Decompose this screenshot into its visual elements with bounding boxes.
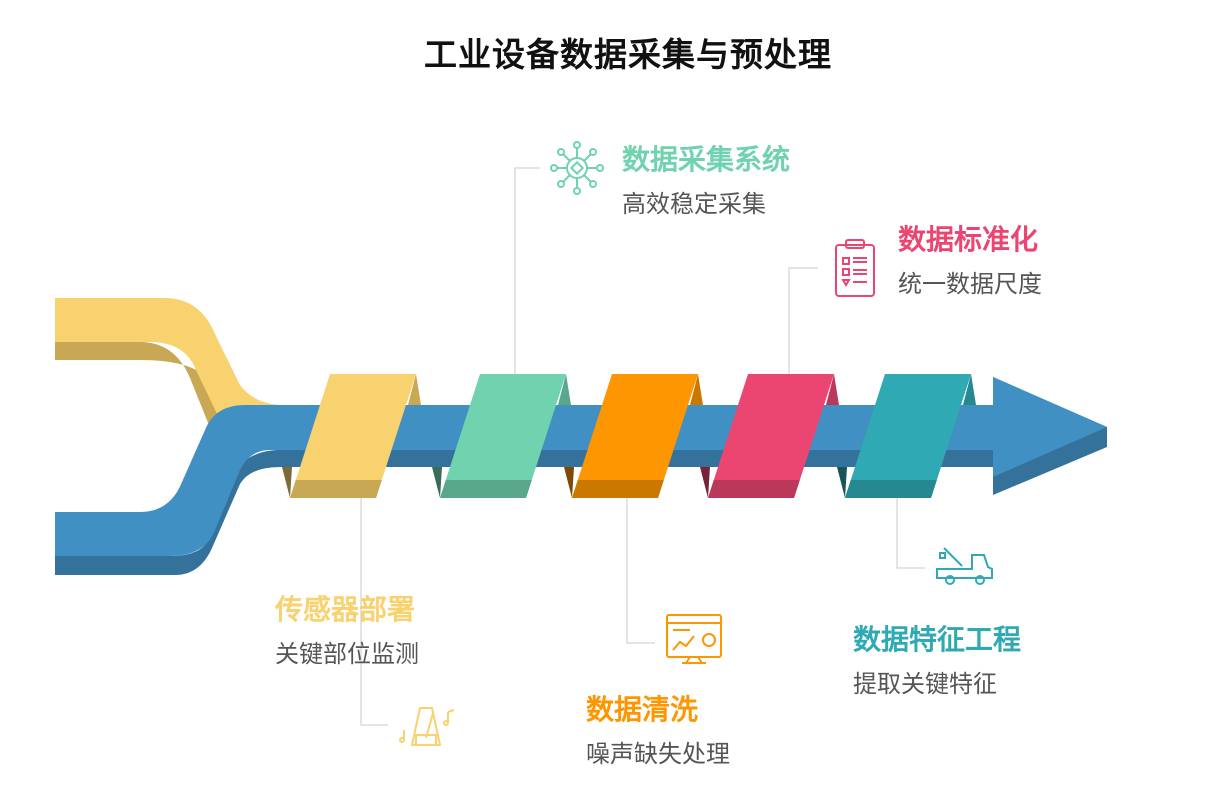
ribbon-5 — [845, 374, 971, 498]
step-title: 数据清洗 — [586, 693, 699, 726]
step-title: 数据特征工程 — [853, 623, 1022, 656]
step-subtitle: 关键部位监测 — [275, 640, 419, 668]
step-2-label: 数据采集系统 高效稳定采集 — [622, 138, 790, 219]
ribbon-1 — [290, 374, 416, 498]
metronome-icon — [399, 707, 455, 746]
step-subtitle: 高效稳定采集 — [622, 190, 766, 218]
ribbon-back-fold — [408, 374, 421, 405]
ribbon-back-fold — [558, 374, 571, 405]
ribbon-3 — [572, 374, 698, 498]
ribbon-bottom-edge — [845, 480, 937, 498]
step-title: 数据标准化 — [898, 223, 1039, 256]
leader-lines — [360, 167, 925, 726]
ribbon-bottom-edge — [572, 480, 664, 498]
ribbon-back-fold — [963, 374, 976, 405]
step-5-label: 数据特征工程 提取关键特征 — [853, 618, 1021, 699]
ribbon-back-fold — [700, 467, 710, 498]
step-4-label: 数据标准化 统一数据尺度 — [898, 218, 1042, 299]
step-1-label: 传感器部署 关键部位监测 — [275, 588, 419, 669]
step-subtitle: 统一数据尺度 — [898, 270, 1042, 298]
arrowhead — [993, 377, 1107, 477]
ribbon-4 — [708, 374, 834, 498]
ribbon-back-fold — [837, 467, 847, 498]
ribbon-back-fold — [690, 374, 703, 405]
ribbon-bottom-edge — [708, 480, 800, 498]
step-title: 数据采集系统 — [622, 143, 791, 176]
step-title: 传感器部署 — [275, 593, 416, 626]
network-hub-icon — [550, 141, 604, 195]
step-3-label: 数据清洗 噪声缺失处理 — [586, 688, 730, 769]
step-subtitle: 提取关键特征 — [853, 670, 997, 698]
ribbon-back-fold — [432, 467, 442, 498]
ribbon-back-fold — [564, 467, 574, 498]
ribbon-back-fold — [826, 374, 839, 405]
ribbon-2 — [440, 374, 566, 498]
step-subtitle: 噪声缺失处理 — [586, 740, 730, 768]
blue-input-stream — [55, 405, 300, 575]
monitor-chart-icon — [666, 614, 722, 664]
ribbon-bottom-edge — [440, 480, 532, 498]
tow-truck-icon — [936, 547, 993, 585]
clipboard-list-icon — [835, 239, 875, 297]
ribbon-back-fold — [282, 467, 292, 498]
page-title: 工业设备数据采集与预处理 — [424, 35, 832, 74]
ribbon-bottom-edge — [290, 480, 382, 498]
